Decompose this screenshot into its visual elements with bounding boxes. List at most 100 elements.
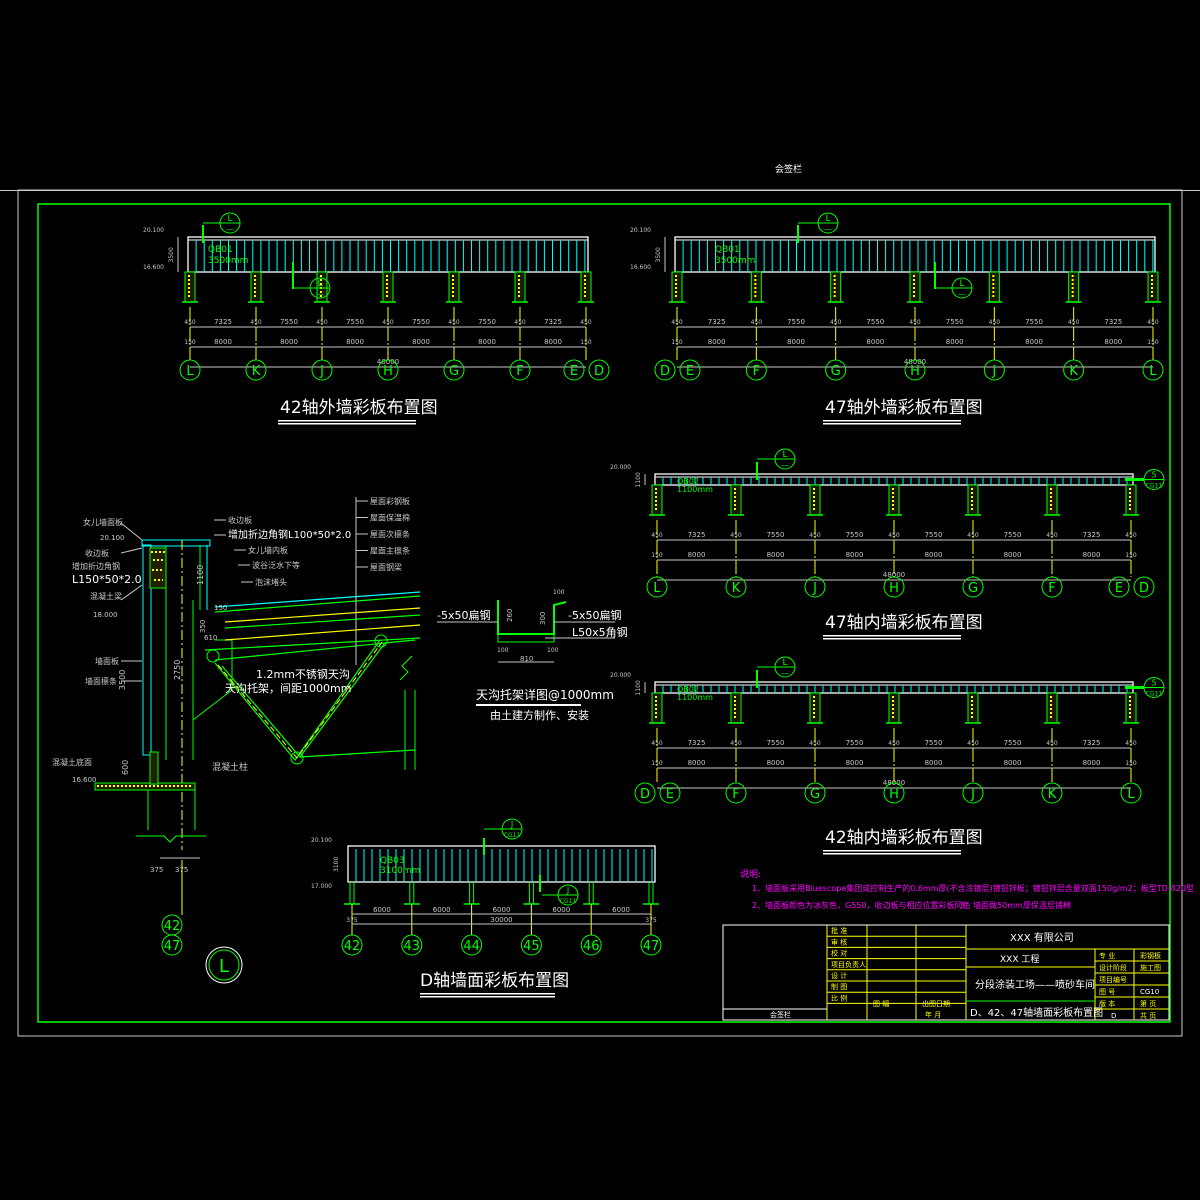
roof-layer-label: 屋面钢梁: [370, 562, 402, 572]
axis-bubble: [1133, 576, 1155, 598]
section-marker2-bottom: —: [958, 290, 966, 299]
axis-bubble: [962, 576, 984, 598]
title-underline-1: [823, 420, 961, 422]
section-marker-top: L: [227, 214, 232, 224]
column-width-dim: 450: [1125, 532, 1137, 539]
section-left-leader: [120, 522, 143, 541]
axis-label: L: [186, 364, 194, 379]
axis-bubble: [640, 934, 662, 956]
edge-offset-right: 150: [1147, 339, 1159, 346]
column-width-dim: 450: [382, 319, 394, 326]
gutter-left-label: -5x50扁钢: [437, 609, 490, 622]
edge-offset-right: 150: [580, 339, 592, 346]
note-line-2: 2、墙面板颜色为冰灰色，G550，收边板与相应位置彩板同色: [752, 900, 971, 910]
section-left-label: 混凝土底面: [52, 757, 92, 767]
bay-dim: 8000: [846, 551, 864, 559]
gutter-detail-subtitle: 由土建方制作、安装: [490, 708, 589, 722]
clear-span-dim: 7550: [946, 318, 964, 326]
section-left-labels: 女儿墙面板收边板增加折边角钢L150*50*2.0混凝土梁墙面板墙面檩条混凝土底…: [52, 517, 143, 767]
elevation-title: 47轴内墙彩板布置图: [825, 613, 983, 633]
edge-offset-left: 150: [184, 339, 196, 346]
column-width-dim: 450: [250, 319, 262, 326]
edge-offset-left: 150: [651, 760, 663, 767]
axis-label: 47: [643, 939, 660, 954]
bay-dim: 8000: [1025, 338, 1043, 346]
clear-span-dim: 7325: [544, 318, 562, 326]
axis-bubble: [1063, 359, 1085, 381]
section-left-label: 女儿墙面板: [83, 517, 123, 527]
edge-offset-right: 150: [1125, 552, 1137, 559]
column-width-dim: 450: [809, 740, 821, 747]
gutter-dim-810: 810: [520, 655, 533, 663]
clear-span-dim: 7550: [925, 531, 943, 539]
section-left-label: 收边板: [85, 548, 109, 558]
stamp-label: 会签栏: [770, 1010, 791, 1019]
axis-label: 43: [404, 939, 421, 954]
column-width-dim: 450: [1147, 319, 1159, 326]
side-marker-top: 5: [1151, 471, 1156, 480]
roof-panel: [214, 591, 421, 608]
axis-bubble: [634, 782, 656, 804]
height-dim: 3100: [333, 857, 340, 872]
clear-span-dim: 7550: [280, 318, 298, 326]
axis-bubble: [1041, 782, 1063, 804]
meta-label: 版 本: [1099, 999, 1115, 1008]
bay-dim: 8000: [946, 338, 964, 346]
edge-offset-right: 150: [1125, 760, 1137, 767]
axis-bubble: [1041, 576, 1063, 598]
sign-row-label: 项目负责人: [831, 960, 866, 969]
axis-label: D: [594, 364, 604, 379]
section-marker-bottom: —: [226, 225, 234, 234]
column-width-dim: 450: [888, 532, 900, 539]
section-left-label: 墙面板: [95, 656, 119, 666]
dim-150: 150: [214, 604, 227, 612]
column-width-dim: 450: [730, 740, 742, 747]
roof-purlin: [224, 614, 421, 629]
total-dim: 48000: [904, 358, 926, 366]
clear-span-dim: 7550: [846, 531, 864, 539]
gutter-title-underline: [476, 704, 581, 706]
header-stamp: 会签栏: [775, 163, 802, 175]
section-top-label: 增加折边角钢L100*50*2.0: [228, 528, 351, 541]
axis-label: L: [1149, 364, 1157, 379]
clear-span-dim: 7325: [708, 318, 726, 326]
section-marker2-top: L: [317, 279, 322, 289]
parapet-cap: [141, 539, 211, 547]
axis-label: E: [666, 787, 674, 802]
axis-label: K: [252, 364, 261, 379]
dim-350: 350: [199, 620, 207, 633]
axis-label: D: [660, 364, 670, 379]
roof-purlin-top: [224, 607, 421, 623]
axis-bubble: [1142, 359, 1164, 381]
axis-label: 42: [344, 939, 361, 954]
gutter-dim-300: 300: [539, 612, 547, 625]
elevation-title: 47轴外墙彩板布置图: [825, 398, 983, 418]
section-marker2-bottom: —: [316, 290, 324, 299]
date-value: 年 月: [925, 1010, 941, 1019]
edge-offset-left: 150: [671, 339, 683, 346]
axis-label: L: [1127, 787, 1135, 802]
axis-bubble: [245, 359, 267, 381]
bay-dim: 8000: [1104, 338, 1122, 346]
clear-span-dim: 7325: [688, 739, 706, 747]
section-marker-bottom: —: [781, 669, 789, 678]
column-width-dim: 450: [809, 532, 821, 539]
section-marker-bottom: —: [824, 225, 832, 234]
axis-bubble: [804, 576, 826, 598]
column-width-dim: 450: [1046, 740, 1058, 747]
section-left-label: 混凝土梁: [90, 591, 122, 601]
axis-label: 45: [523, 939, 540, 954]
roof-layer-label: 屋面次檩条: [370, 529, 410, 539]
bay-dim: 8000: [346, 338, 364, 346]
title-underline-1: [823, 850, 961, 852]
bay-dim: 8000: [846, 759, 864, 767]
truss-centerline: [217, 641, 383, 759]
column-width-dim: 450: [184, 319, 196, 326]
column-width-dim: 450: [651, 740, 663, 747]
panel-code: QB03: [380, 856, 405, 866]
meta-label: 设计阶段: [1099, 963, 1127, 972]
axis-bubble: [401, 934, 423, 956]
axis-label: L: [653, 581, 661, 596]
